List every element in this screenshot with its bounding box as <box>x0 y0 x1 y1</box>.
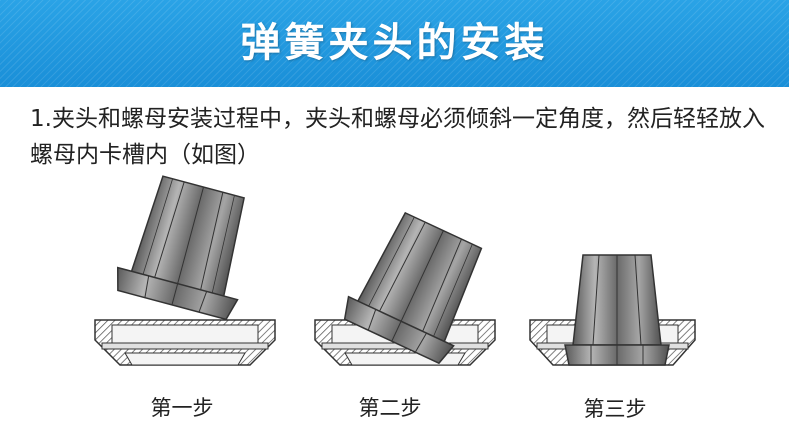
step2-figure <box>310 175 500 385</box>
step3-figure <box>525 175 700 385</box>
title-banner: 弹簧夹头的安装 <box>0 0 789 87</box>
collet <box>564 254 670 366</box>
page-title: 弹簧夹头的安装 <box>240 20 549 66</box>
collet <box>343 211 483 365</box>
step2-label: 第二步 <box>358 396 422 420</box>
step1-label: 第一步 <box>150 396 214 420</box>
step3-label: 第三步 <box>583 397 647 421</box>
nut-cross-section <box>94 319 276 366</box>
step1-figure <box>90 175 280 385</box>
banner-stripes <box>0 0 789 87</box>
collet <box>117 175 245 321</box>
instruction-text: 1.夹头和螺母安装过程中，夹头和螺母必须倾斜一定角度，然后轻轻放入螺母内卡槽内（… <box>30 106 765 168</box>
